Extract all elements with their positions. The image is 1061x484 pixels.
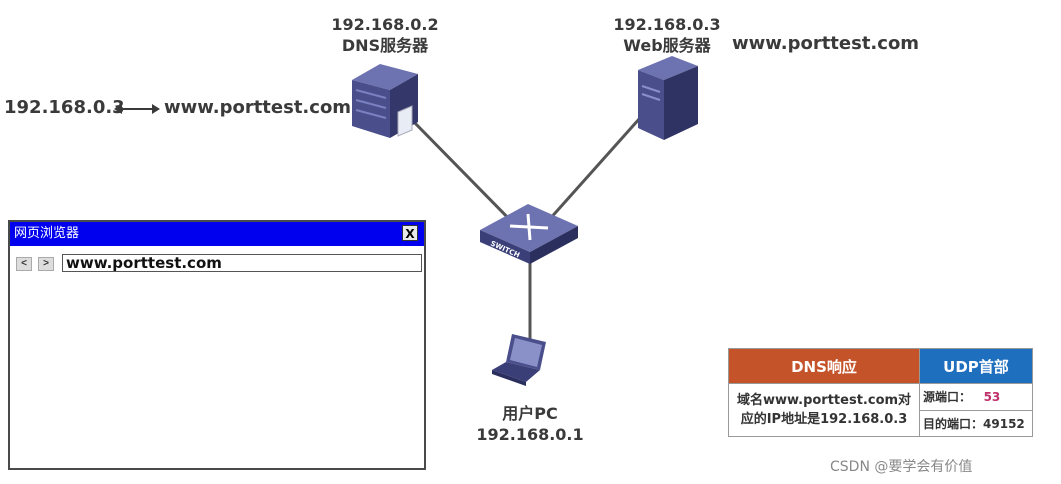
web-server-label: 192.168.0.3 Web服务器 — [612, 14, 722, 56]
dns-server-label: 192.168.0.2 DNS服务器 — [330, 14, 440, 56]
web-server-domain: www.porttest.com — [732, 33, 920, 54]
switch-icon: SWITCH — [480, 204, 578, 264]
watermark: CSDN @要学会有价值 — [830, 459, 973, 475]
client-name: 用户PC — [502, 404, 558, 423]
dns-response-packet: DNS响应 UDP首部 域名www.porttest.com对 应的IP地址是1… — [728, 348, 1033, 437]
back-button[interactable]: < — [16, 257, 32, 271]
dns-server-ip: 192.168.0.2 — [331, 15, 439, 34]
double-arrow-icon — [114, 104, 160, 114]
client-ip: 192.168.0.1 — [476, 425, 584, 444]
dns-header: DNS响应 — [728, 348, 920, 384]
link-web-switch — [538, 117, 642, 231]
src-port-row: 源端口： 53 — [919, 383, 1033, 411]
dns-record-domain: www.porttest.com — [164, 97, 352, 118]
close-button[interactable]: X — [402, 225, 418, 241]
browser-window: 网页浏览器 X < > www.porttest.com — [8, 220, 426, 470]
src-port-value: 53 — [983, 390, 1001, 405]
dns-server-icon — [352, 64, 418, 138]
udp-header: UDP首部 — [919, 348, 1033, 384]
laptop-icon — [492, 334, 546, 386]
forward-button[interactable]: > — [38, 257, 54, 271]
web-server-ip: 192.168.0.3 — [613, 15, 721, 34]
dns-body-line1: 域名www.porttest.com对 — [736, 393, 912, 408]
web-server-icon — [638, 56, 698, 140]
dns-body-line2: 应的IP地址是192.168.0.3 — [740, 412, 908, 427]
link-dns-switch — [408, 116, 522, 232]
dns-body: 域名www.porttest.com对 应的IP地址是192.168.0.3 — [728, 383, 920, 437]
dns-record-ip: 192.168.0.3 — [4, 97, 125, 118]
web-server-name: Web服务器 — [623, 36, 711, 55]
dns-server-name: DNS服务器 — [341, 36, 429, 55]
dst-port-value: 49152 — [983, 416, 1025, 431]
src-port-label: 源端口： — [923, 390, 972, 405]
dst-port-label: 目的端口： — [923, 416, 984, 431]
browser-titlebar: 网页浏览器 X — [10, 222, 424, 246]
browser-title: 网页浏览器 — [14, 226, 80, 241]
url-input[interactable]: www.porttest.com — [62, 254, 422, 272]
dst-port-row: 目的端口：49152 — [919, 409, 1033, 437]
client-label: 用户PC 192.168.0.1 — [470, 403, 590, 445]
